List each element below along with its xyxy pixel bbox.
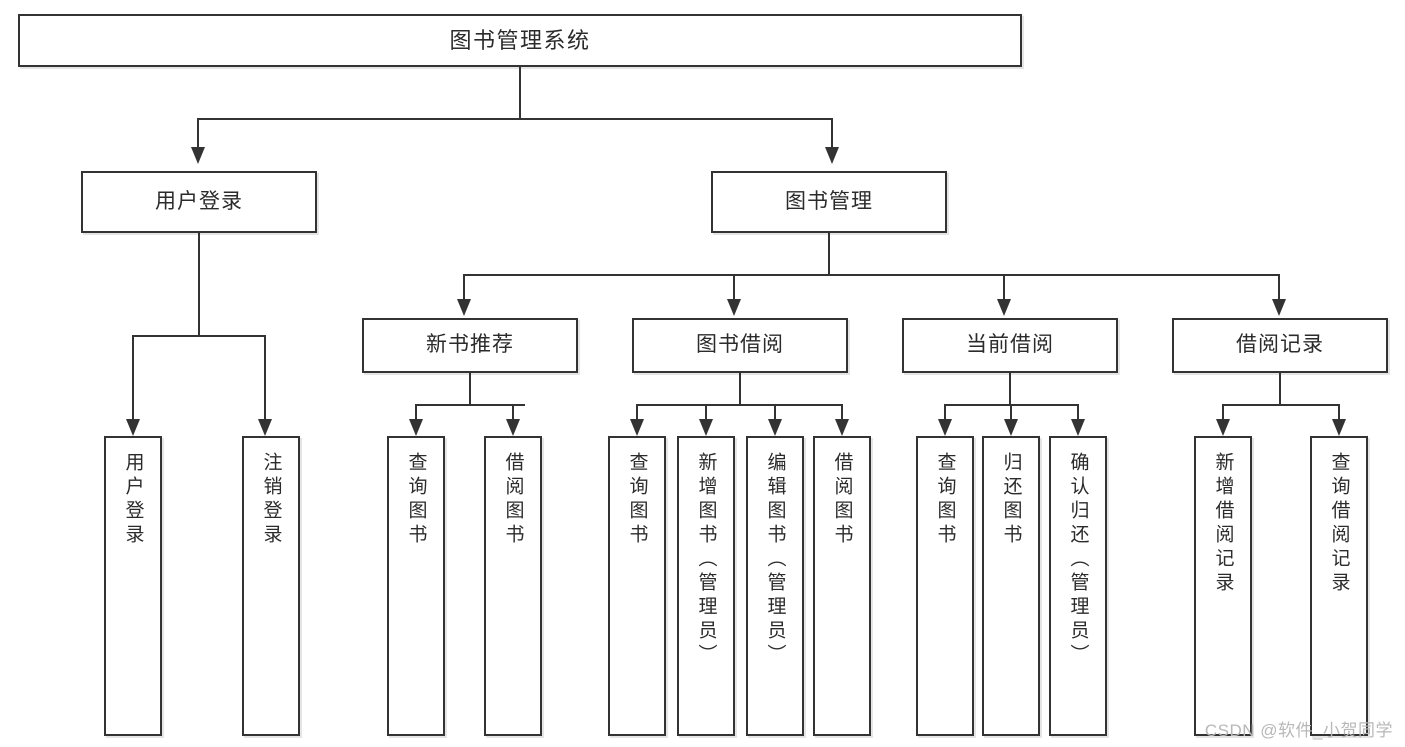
leaf-edit-book-admin[interactable]: 编辑图书（管理员） [746, 436, 804, 736]
connector-bb-drop-4 [841, 404, 843, 421]
connector-bm-drop-3 [1003, 274, 1005, 300]
node-label: 新书推荐 [426, 333, 514, 357]
node-label: 借阅记录 [1236, 333, 1324, 357]
connector-bb-drop-3 [774, 404, 776, 421]
connector-bm-drop-1 [463, 274, 465, 300]
arrow-to-new-book-recommend [457, 299, 471, 316]
arrow-to-leaf-query-book-1 [409, 419, 423, 436]
connector-cb-drop-2 [1010, 404, 1012, 421]
arrow-to-user-login [191, 147, 205, 164]
node-new-book-recommend[interactable]: 新书推荐 [362, 318, 578, 373]
arrow-to-leaf-confirm-return [1071, 419, 1085, 436]
connector-root-drop-right [831, 118, 833, 148]
node-label: 借阅图书 [831, 452, 853, 548]
node-label: 查询图书 [405, 452, 427, 548]
arrow-to-book-borrow [727, 299, 741, 316]
leaf-add-book-admin[interactable]: 新增图书（管理员） [677, 436, 735, 736]
node-label: 图书管理系统 [449, 27, 591, 53]
node-label: 新增借阅记录 [1212, 452, 1234, 596]
node-label: 查询图书 [626, 452, 648, 548]
connector-bb-bar [636, 404, 843, 406]
connector-cb-drop-3 [1077, 404, 1079, 421]
leaf-add-borrow-record[interactable]: 新增借阅记录 [1194, 436, 1252, 736]
node-borrow-record[interactable]: 借阅记录 [1172, 318, 1388, 373]
node-current-borrow[interactable]: 当前借阅 [902, 318, 1118, 373]
node-label: 归还图书 [1000, 452, 1022, 548]
connector-bb-drop-1 [636, 404, 638, 421]
node-label: 用户登录 [155, 189, 243, 213]
arrow-to-book-management [825, 147, 839, 164]
node-label: 图书借阅 [696, 333, 784, 357]
leaf-query-book-borrow[interactable]: 查询图书 [608, 436, 666, 736]
node-label: 借阅图书 [502, 452, 524, 548]
node-book-borrow[interactable]: 图书借阅 [632, 318, 848, 373]
connector-root-drop-left [197, 118, 199, 148]
connector-user-login-stem [198, 233, 200, 336]
connector-nbr-bar [415, 404, 525, 406]
arrow-to-current-borrow [997, 299, 1011, 316]
leaf-return-book[interactable]: 归还图书 [982, 436, 1040, 736]
leaf-borrow-book-borrow[interactable]: 借阅图书 [813, 436, 871, 736]
connector-nbr-drop-1 [415, 404, 417, 421]
node-label: 查询图书 [934, 452, 956, 548]
connector-bb-drop-2 [705, 404, 707, 421]
arrow-to-leaf-return-book [1004, 419, 1018, 436]
node-label: 查询借阅记录 [1328, 452, 1350, 596]
connector-cb-drop-1 [944, 404, 946, 421]
connector-bb-stem [739, 373, 741, 405]
leaf-logout[interactable]: 注销登录 [242, 436, 300, 736]
connector-nbr-stem [469, 373, 471, 405]
node-label: 当前借阅 [966, 333, 1054, 357]
arrow-to-leaf-add-borrow-record [1216, 419, 1230, 436]
node-label: 新增图书（管理员） [695, 452, 717, 668]
node-label: 用户登录 [122, 452, 144, 548]
connector-root-stem [519, 67, 521, 119]
arrow-to-leaf-logout [258, 419, 272, 436]
leaf-confirm-return-admin[interactable]: 确认归还（管理员） [1049, 436, 1107, 736]
connector-br-bar [1222, 404, 1339, 406]
arrow-to-borrow-record [1272, 299, 1286, 316]
arrow-to-leaf-add-book [699, 419, 713, 436]
arrow-to-leaf-query-book-3 [938, 419, 952, 436]
connector-bm-drop-2 [733, 274, 735, 300]
leaf-query-book-recommend[interactable]: 查询图书 [387, 436, 445, 736]
leaf-user-login[interactable]: 用户登录 [104, 436, 162, 736]
connector-nbr-drop-2 [512, 404, 514, 421]
connector-br-drop-2 [1338, 404, 1340, 421]
arrow-to-leaf-borrow-book-1 [506, 419, 520, 436]
node-label: 注销登录 [260, 452, 282, 548]
node-label: 编辑图书（管理员） [764, 452, 786, 668]
leaf-query-book-current[interactable]: 查询图书 [916, 436, 974, 736]
connector-user-login-bar [132, 335, 266, 337]
arrow-to-leaf-query-book-2 [630, 419, 644, 436]
node-user-login[interactable]: 用户登录 [81, 171, 317, 233]
connector-bm-drop-4 [1278, 274, 1280, 300]
connector-br-stem [1279, 373, 1281, 405]
node-label: 图书管理 [785, 189, 873, 213]
connector-book-management-stem [828, 233, 830, 275]
arrow-to-leaf-borrow-book-2 [835, 419, 849, 436]
arrow-to-leaf-query-borrow-record [1332, 419, 1346, 436]
node-book-management[interactable]: 图书管理 [711, 171, 947, 233]
connector-book-management-bar [463, 274, 1280, 276]
connector-cb-stem [1009, 373, 1011, 405]
csdn-watermark: CSDN @软件_小贺同学 [1204, 721, 1393, 740]
connector-user-login-drop-2 [264, 335, 266, 420]
leaf-borrow-book-recommend[interactable]: 借阅图书 [484, 436, 542, 736]
connector-br-drop-1 [1222, 404, 1224, 421]
arrow-to-leaf-user-login [126, 419, 140, 436]
leaf-query-borrow-record[interactable]: 查询借阅记录 [1310, 436, 1368, 736]
connector-user-login-drop-1 [132, 335, 134, 420]
node-label: 确认归还（管理员） [1067, 452, 1089, 668]
connector-root-bar [197, 118, 833, 120]
arrow-to-leaf-edit-book [768, 419, 782, 436]
node-root-system[interactable]: 图书管理系统 [18, 14, 1022, 67]
